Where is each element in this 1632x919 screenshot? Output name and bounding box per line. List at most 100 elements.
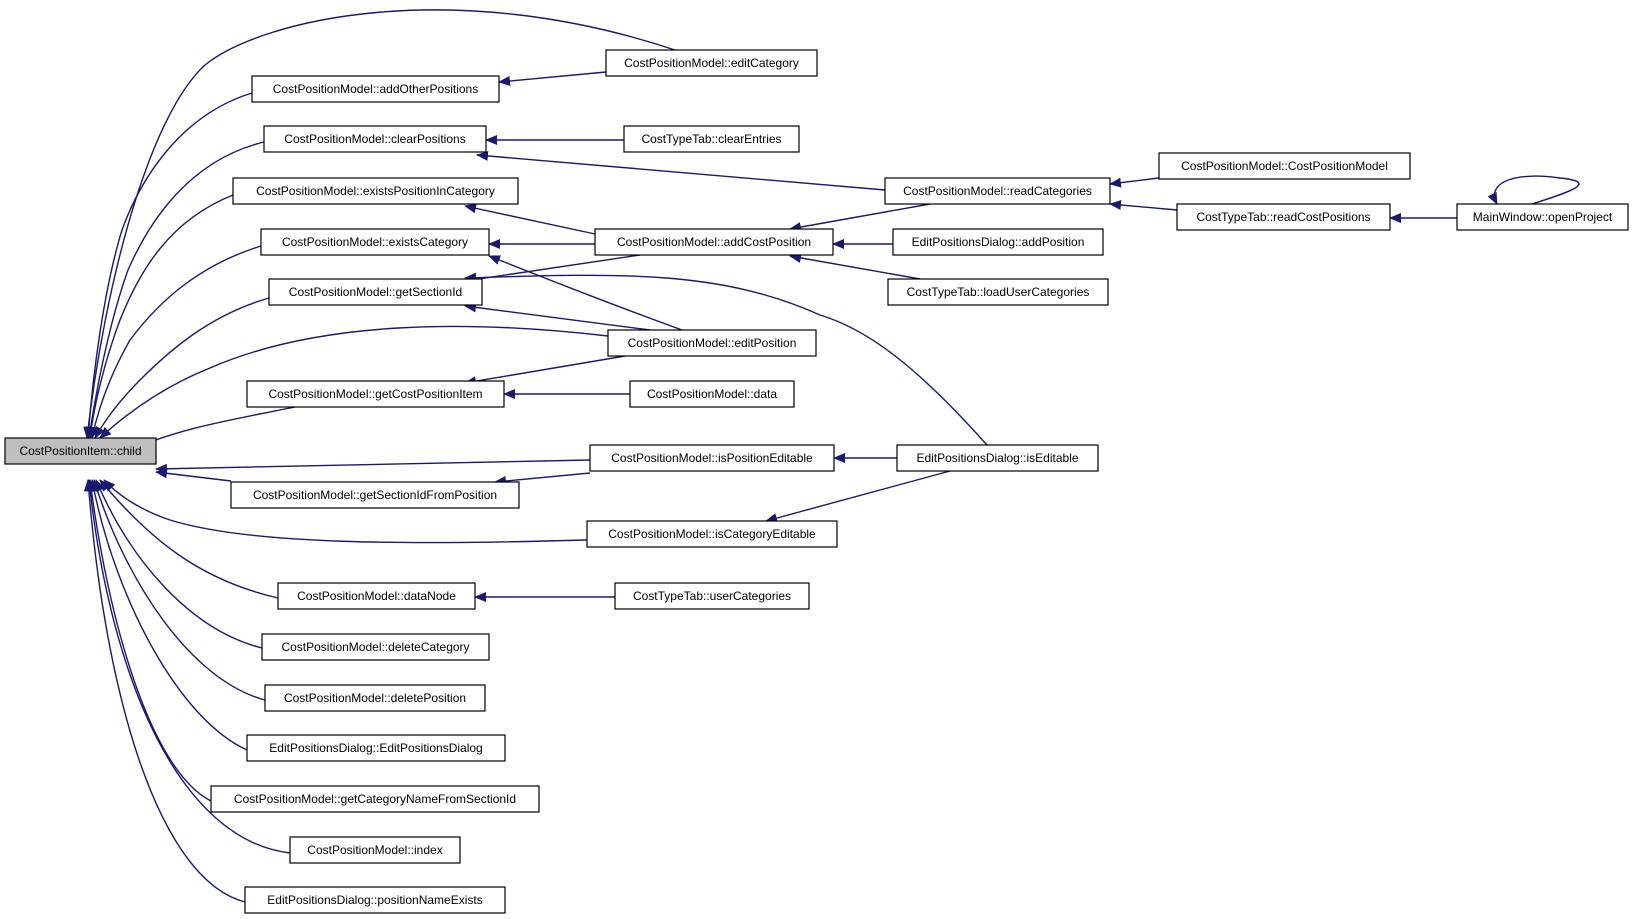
edge-read-categories-to-clear-positions bbox=[476, 150, 886, 191]
node-box bbox=[1176, 203, 1391, 231]
node-label: EditPositionsDialog::addPosition bbox=[912, 235, 1085, 249]
node-box bbox=[289, 836, 461, 864]
edge-get-section-id-to-child bbox=[94, 297, 270, 439]
edge-is-editable-to-is-category-editable bbox=[765, 470, 951, 523]
node-box bbox=[589, 444, 835, 472]
node-delete-category[interactable]: CostPositionModel::deleteCategory bbox=[261, 633, 490, 661]
node-label: CostPositionModel::getCostPositionItem bbox=[268, 387, 482, 401]
node-label: CostPositionModel::deleteCategory bbox=[281, 640, 469, 654]
node-load-user-categories[interactable]: CostTypeTab::loadUserCategories bbox=[887, 278, 1109, 306]
edge-clear-positions-to-child bbox=[85, 141, 265, 439]
edge-delete-category-to-child bbox=[95, 479, 263, 649]
node-box bbox=[4, 437, 157, 465]
node-box bbox=[594, 228, 834, 256]
node-label: CostTypeTab::userCategories bbox=[633, 589, 791, 603]
edge-open-project-to-open-project bbox=[1487, 175, 1580, 205]
node-edit-category[interactable]: CostPositionModel::editCategory bbox=[605, 49, 818, 77]
node-label: CostPositionModel::data bbox=[647, 387, 777, 401]
node-label: CostPositionModel::dataNode bbox=[297, 589, 456, 603]
node-box bbox=[1456, 203, 1629, 231]
edge-position-name-exists-to-child bbox=[83, 479, 246, 903]
node-index[interactable]: CostPositionModel::index bbox=[289, 836, 461, 864]
edges bbox=[83, 9, 1580, 903]
node-label: CostPositionModel::CostPositionModel bbox=[1181, 159, 1388, 173]
node-label: CostPositionModel::clearPositions bbox=[284, 132, 465, 146]
edge-exists-position-in-category-to-child bbox=[86, 194, 234, 439]
node-label: CostPositionModel::editPosition bbox=[628, 336, 797, 350]
node-box bbox=[246, 734, 506, 762]
node-add-position[interactable]: EditPositionsDialog::addPosition bbox=[892, 228, 1104, 256]
edge-edit-position-to-child bbox=[99, 325, 609, 439]
node-label: MainWindow::openProject bbox=[1473, 210, 1613, 224]
node-edit-position[interactable]: CostPositionModel::editPosition bbox=[607, 329, 817, 357]
node-label: CostPositionModel::editCategory bbox=[624, 56, 799, 70]
node-data[interactable]: CostPositionModel::data bbox=[629, 380, 795, 408]
node-label: CostPositionModel::addOtherPositions bbox=[273, 82, 478, 96]
node-label: CostPositionModel::readCategories bbox=[903, 184, 1092, 198]
node-label: CostPositionModel::existsPositionInCateg… bbox=[256, 184, 495, 198]
node-box bbox=[1158, 152, 1411, 180]
edge-read-categories-to-add-cost-position bbox=[789, 203, 931, 232]
edge-edit-position-to-exists-category bbox=[488, 255, 683, 331]
node-box bbox=[623, 125, 800, 153]
node-label: CostPositionModel::addCostPosition bbox=[617, 235, 811, 249]
node-delete-position[interactable]: CostPositionModel::deletePosition bbox=[264, 684, 486, 712]
root-node[interactable]: CostPositionItem::child bbox=[4, 437, 157, 465]
node-data-node[interactable]: CostPositionModel::dataNode bbox=[277, 582, 476, 610]
node-get-section-id[interactable]: CostPositionModel::getSectionId bbox=[268, 278, 483, 306]
node-is-category-editable[interactable]: CostPositionModel::isCategoryEditable bbox=[586, 520, 838, 548]
edge-is-category-editable-to-child bbox=[103, 479, 588, 544]
edge-get-section-id-from-position-to-child bbox=[155, 468, 232, 482]
node-box bbox=[605, 49, 818, 77]
node-box bbox=[232, 177, 519, 205]
edge-index-to-child bbox=[85, 479, 291, 854]
edge-is-position-editable-to-child bbox=[155, 459, 591, 474]
node-get-section-id-from-position[interactable]: CostPositionModel::getSectionIdFromPosit… bbox=[230, 481, 520, 509]
node-box bbox=[892, 228, 1104, 256]
node-box bbox=[629, 380, 795, 408]
node-get-cost-position-item[interactable]: CostPositionModel::getCostPositionItem bbox=[246, 380, 505, 408]
node-user-categories[interactable]: CostTypeTab::userCategories bbox=[614, 582, 810, 610]
node-box bbox=[607, 329, 817, 357]
node-box bbox=[260, 228, 490, 256]
node-exists-position-in-category[interactable]: CostPositionModel::existsPositionInCateg… bbox=[232, 177, 519, 205]
node-read-categories[interactable]: CostPositionModel::readCategories bbox=[884, 177, 1111, 205]
node-position-name-exists[interactable]: EditPositionsDialog::positionNameExists bbox=[244, 886, 506, 914]
node-box bbox=[261, 633, 490, 661]
node-box bbox=[264, 684, 486, 712]
node-box bbox=[614, 582, 810, 610]
node-ctor-model[interactable]: CostPositionModel::CostPositionModel bbox=[1158, 152, 1411, 180]
node-add-cost-position[interactable]: CostPositionModel::addCostPosition bbox=[594, 228, 834, 256]
node-add-other-positions[interactable]: CostPositionModel::addOtherPositions bbox=[251, 75, 500, 103]
node-box bbox=[586, 520, 838, 548]
edge-ctor-model-to-read-categories bbox=[1109, 177, 1160, 188]
node-label: CostTypeTab::clearEntries bbox=[641, 132, 781, 146]
node-label: CostPositionModel::isCategoryEditable bbox=[608, 527, 816, 541]
node-box bbox=[896, 444, 1099, 472]
node-label: EditPositionsDialog::isEditable bbox=[916, 451, 1078, 465]
node-is-position-editable[interactable]: CostPositionModel::isPositionEditable bbox=[589, 444, 835, 472]
node-label: CostPositionModel::index bbox=[307, 843, 442, 857]
nodes: CostPositionItem::childCostPositionModel… bbox=[4, 49, 1629, 914]
node-label: CostPositionModel::isPositionEditable bbox=[611, 451, 813, 465]
node-get-category-name-from-section-id[interactable]: CostPositionModel::getCategoryNameFromSe… bbox=[210, 785, 540, 813]
node-open-project[interactable]: MainWindow::openProject bbox=[1456, 203, 1629, 231]
edge-data-node-to-child bbox=[99, 479, 279, 599]
node-label: EditPositionsDialog::positionNameExists bbox=[267, 893, 482, 907]
node-is-editable[interactable]: EditPositionsDialog::isEditable bbox=[896, 444, 1099, 472]
edge-edit-positions-dialog-ctor-to-child bbox=[89, 479, 248, 751]
edge-add-other-positions-to-child bbox=[83, 92, 253, 439]
edge-edit-position-to-get-cost-position-item bbox=[464, 355, 626, 387]
edge-is-position-editable-to-get-section-id-from-position bbox=[494, 472, 591, 486]
node-edit-positions-dialog-ctor[interactable]: EditPositionsDialog::EditPositionsDialog bbox=[246, 734, 506, 762]
node-read-cost-positions[interactable]: CostTypeTab::readCostPositions bbox=[1176, 203, 1391, 231]
node-box bbox=[887, 278, 1109, 306]
node-exists-category[interactable]: CostPositionModel::existsCategory bbox=[260, 228, 490, 256]
node-clear-entries[interactable]: CostTypeTab::clearEntries bbox=[623, 125, 800, 153]
node-label: CostPositionModel::getSectionId bbox=[289, 285, 462, 299]
node-box bbox=[268, 278, 483, 306]
node-box bbox=[251, 75, 500, 103]
node-clear-positions[interactable]: CostPositionModel::clearPositions bbox=[263, 125, 487, 153]
edge-read-cost-positions-to-read-categories bbox=[1109, 200, 1178, 211]
